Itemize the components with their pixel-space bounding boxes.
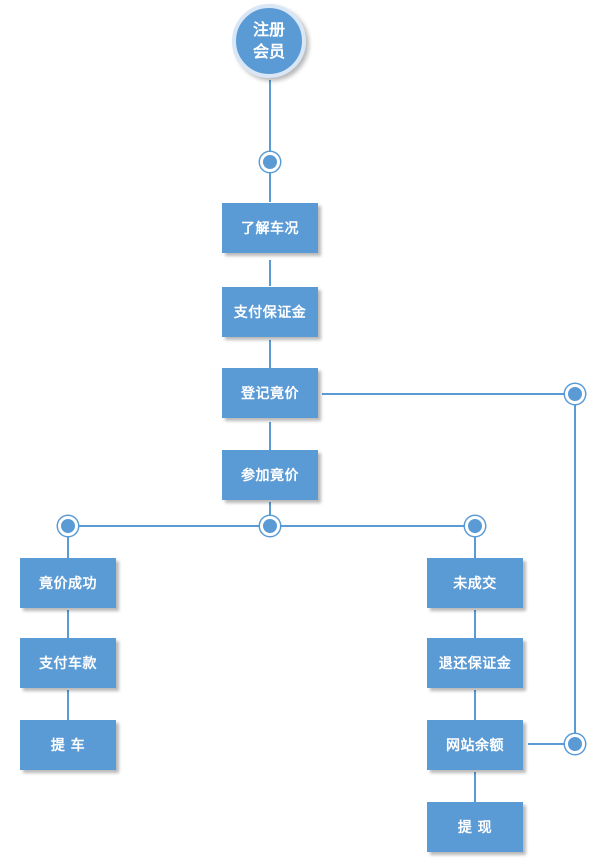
step-pay-deposit: 支付保证金 — [222, 287, 318, 337]
connector-success-to-pay-car — [67, 610, 69, 638]
junction-dot-split-center — [260, 516, 280, 536]
connector-join-to-split — [269, 502, 271, 524]
connector-split-to-success — [67, 526, 69, 558]
connector-deposit-to-register — [269, 340, 271, 368]
junction-dot-split-left — [58, 516, 78, 536]
step-withdraw: 提 现 — [427, 802, 523, 852]
connector-refund-to-balance — [474, 690, 476, 720]
connector-split-to-no-deal — [474, 526, 476, 558]
step-refund-deposit: 退还保证金 — [427, 638, 523, 688]
step-understand-car: 了解车况 — [222, 203, 318, 253]
start-node-line1: 注册 — [252, 20, 285, 39]
start-node-line2: 会员 — [252, 42, 285, 61]
step-join-bid: 参加竟价 — [222, 450, 318, 500]
connector-pay-car-to-pickup — [67, 690, 69, 720]
connector-right-rail-to-balance — [528, 743, 574, 745]
step-site-balance: 网站余额 — [427, 720, 523, 770]
step-bid-success: 竟价成功 — [20, 558, 116, 608]
junction-dot-split-right — [465, 516, 485, 536]
step-register-bid: 登记竟价 — [222, 368, 318, 418]
step-pay-car: 支付车款 — [20, 638, 116, 688]
step-no-deal: 未成交 — [427, 558, 523, 608]
connector-right-rail-vertical — [574, 393, 576, 743]
connector-balance-to-withdraw — [474, 772, 476, 802]
junction-dot-right-top — [565, 384, 585, 404]
step-pickup-car: 提 车 — [20, 720, 116, 770]
connector-start-to-junction — [269, 80, 271, 160]
start-node-register-member: 注册 会员 — [232, 4, 306, 78]
junction-dot-right-bottom — [565, 734, 585, 754]
connector-no-deal-to-refund — [474, 610, 476, 638]
connector-register-to-right-rail — [322, 393, 574, 395]
connector-junction-to-understand — [269, 170, 271, 202]
junction-dot-top — [260, 152, 280, 172]
connector-register-to-join — [269, 422, 271, 450]
connector-understand-to-deposit — [269, 260, 271, 286]
